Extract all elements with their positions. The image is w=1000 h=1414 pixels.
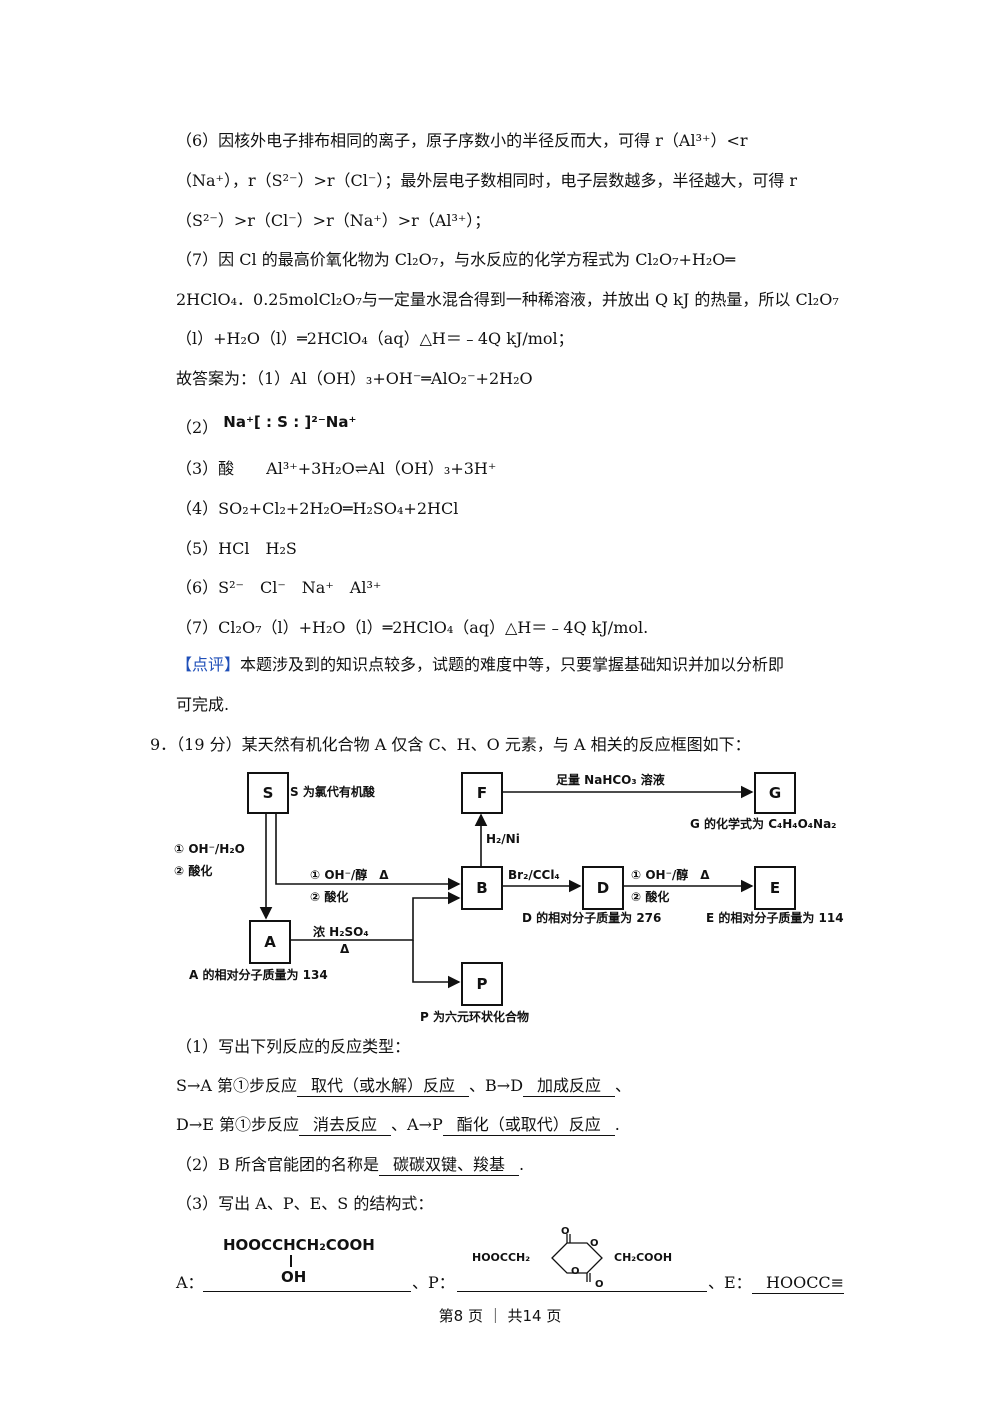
comment-tag: 【点评】 (176, 655, 241, 674)
answer-text: （6）S²⁻ Cl⁻ Na⁺ Al³⁺ (176, 578, 382, 597)
answer-text: （3）酸 Al³⁺+3H₂O⇌Al（OH）₃+3H⁺ (176, 459, 497, 478)
question-text: 9．（19 分）某天然有机化合物 A 仅含 C、H、O 元素，与 A 相关的反应… (150, 735, 751, 754)
answer-intro: 故答案为：（1）Al（OH）₃+OH⁻═AlO₂⁻+2H₂O (176, 368, 533, 390)
structure-p-o-ring2: O (571, 1266, 580, 1277)
blank-p (457, 1291, 707, 1292)
structure-a-oh: OH (281, 1268, 307, 1286)
answer-text: （5）HCl H₂S (176, 539, 297, 558)
prompt-text: S→A 第①步反应 (176, 1076, 298, 1095)
q2-line: （2）B 所含官能团的名称是碳碳双键、羧基. (176, 1154, 524, 1176)
structure-a-bond (290, 1255, 292, 1267)
answer-3: （3）酸 Al³⁺+3H₂O⇌Al（OH）₃+3H⁺ (176, 458, 496, 480)
comment-line-2: 可完成. (176, 694, 229, 716)
answer-text: （4）SO₂+Cl₂+2H₂O═H₂SO₄+2HCl (176, 499, 459, 518)
answer-number: （2） (176, 418, 219, 437)
page-footer: 第8 页 ｜ 共14 页 (438, 1307, 562, 1325)
answer-blank: 碳碳双键、羧基 (379, 1155, 520, 1176)
analysis-text: （7）因 Cl 的最高价氧化物为 Cl₂O₇，与水反应的化学方程式为 Cl₂O₇… (176, 250, 736, 269)
analysis-text: 2HClO₄．0.25molCl₂O₇与一定量水混合得到一种稀溶液，并放出 Q … (176, 290, 839, 309)
structure-p-left: HOOCCH₂ (472, 1251, 531, 1264)
answer-blank: 取代（或水解）反应 (297, 1076, 470, 1097)
answer-7: （7）Cl₂O₇（l）+H₂O（l）═2HClO₄（aq）△H＝﹣4Q kJ/m… (176, 617, 648, 639)
analysis-text: （6）因核外电子排布相同的离子，原子序数小的半径反而大，可得 r（Al³⁺）<r (176, 131, 748, 150)
question-text: （1）写出下列反应的反应类型： (176, 1037, 411, 1056)
question-text: （3）写出 A、P、E、S 的结构式： (176, 1194, 434, 1213)
label-e: 、E： (708, 1273, 752, 1292)
comment-line-1: 【点评】本题涉及到的知识点较多，试题的难度中等，只要掌握基础知识并加以分析即 (176, 654, 784, 676)
answer-4: （4）SO₂+Cl₂+2H₂O═H₂SO₄+2HCl (176, 498, 458, 520)
answer-6: （6）S²⁻ Cl⁻ Na⁺ Al³⁺ (176, 577, 381, 599)
prompt-text: . (614, 1115, 620, 1134)
answer-blank: HOOCC≡ (752, 1273, 845, 1294)
question-9-stem: 9．（19 分）某天然有机化合物 A 仅含 C、H、O 元素，与 A 相关的反应… (150, 734, 751, 756)
comment-text: 本题涉及到的知识点较多，试题的难度中等，只要掌握基础知识并加以分析即 (240, 655, 785, 674)
prompt-text: 、B→D (469, 1076, 524, 1095)
answer-2: （2） Na⁺[ : S : ]²⁻Na⁺ (176, 413, 356, 439)
q3-prompt: （3）写出 A、P、E、S 的结构式： (176, 1193, 433, 1215)
prompt-text: D→E 第①步反应 (176, 1115, 300, 1134)
answer-e: HOOCC≡ (752, 1272, 845, 1294)
prompt-text: . (519, 1155, 525, 1174)
q1-prompt: （1）写出下列反应的反应类型： (176, 1036, 410, 1058)
answer-blank: 酯化（或取代）反应 (442, 1115, 615, 1136)
analysis-line-6-3: （S²⁻）>r（Cl⁻）>r（Na⁺）>r（Al³⁺）； (176, 210, 490, 232)
analysis-line-7-1: （7）因 Cl 的最高价氧化物为 Cl₂O₇，与水反应的化学方程式为 Cl₂O₇… (176, 249, 735, 271)
analysis-text: （Na⁺），r（S²⁻）>r（Cl⁻）；最外层电子数相同时，电子层数越多，半径越… (176, 171, 798, 190)
answer-blank: 加成反应 (523, 1076, 616, 1097)
analysis-line-7-3: （l）+H₂O（l）═2HClO₄（aq）△H＝﹣4Q kJ/mol； (176, 328, 574, 350)
answer-text: 故答案为：（1）Al（OH）₃+OH⁻═AlO₂⁻+2H₂O (176, 369, 533, 388)
analysis-line-7-2: 2HClO₄．0.25molCl₂O₇与一定量水混合得到一种稀溶液，并放出 Q … (176, 289, 839, 311)
analysis-text: （l）+H₂O（l）═2HClO₄（aq）△H＝﹣4Q kJ/mol； (176, 329, 574, 348)
answer-text: （7）Cl₂O₇（l）+H₂O（l）═2HClO₄（aq）△H＝﹣4Q kJ/m… (176, 618, 649, 637)
prompt-text: （2）B 所含官能团的名称是 (176, 1155, 380, 1174)
answer-5: （5）HCl H₂S (176, 538, 297, 560)
answer-blank: 消去反应 (299, 1115, 392, 1136)
label-p: 、P： (412, 1273, 455, 1292)
analysis-line-6-2: （Na⁺），r（S²⁻）>r（Cl⁻）；最外层电子数相同时，电子层数越多，半径越… (176, 170, 797, 192)
comment-text: 可完成. (176, 695, 230, 714)
structure-p-o-ring1: O (590, 1238, 599, 1249)
analysis-text: （S²⁻）>r（Cl⁻）>r（Na⁺）>r（Al³⁺）； (176, 211, 491, 230)
structure-a-main: HOOCCHCH₂COOH (223, 1236, 375, 1254)
structure-p-ring (551, 1234, 603, 1282)
blank-a (203, 1291, 411, 1292)
structure-p-o-top: O (561, 1226, 570, 1237)
prompt-text: 、A→P (391, 1115, 443, 1134)
electron-formula: Na⁺[ : S : ]²⁻Na⁺ (223, 413, 357, 431)
structure-p-right: CH₂COOH (614, 1251, 673, 1264)
label-a: A： (176, 1273, 204, 1292)
structure-p-o-bottom: O (595, 1279, 604, 1290)
prompt-text: 、 (615, 1076, 632, 1095)
analysis-line-6-1: （6）因核外电子排布相同的离子，原子序数小的半径反而大，可得 r（Al³⁺）<r (176, 130, 848, 152)
